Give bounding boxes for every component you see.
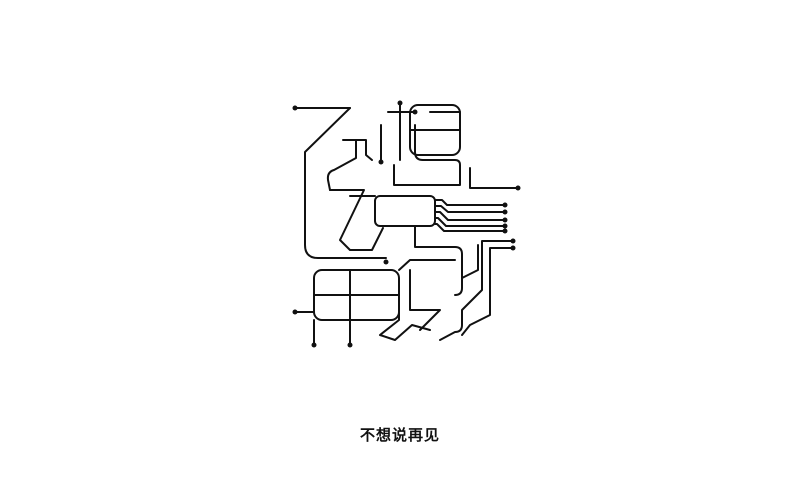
glyph-bottom xyxy=(292,259,456,348)
glyph-top-strokes xyxy=(378,100,521,191)
glyph-chip xyxy=(349,195,508,296)
artwork-caption: 不想说再见 xyxy=(359,426,440,444)
glyph-left-strokes xyxy=(292,105,389,265)
glyph-right-traces xyxy=(439,238,516,341)
